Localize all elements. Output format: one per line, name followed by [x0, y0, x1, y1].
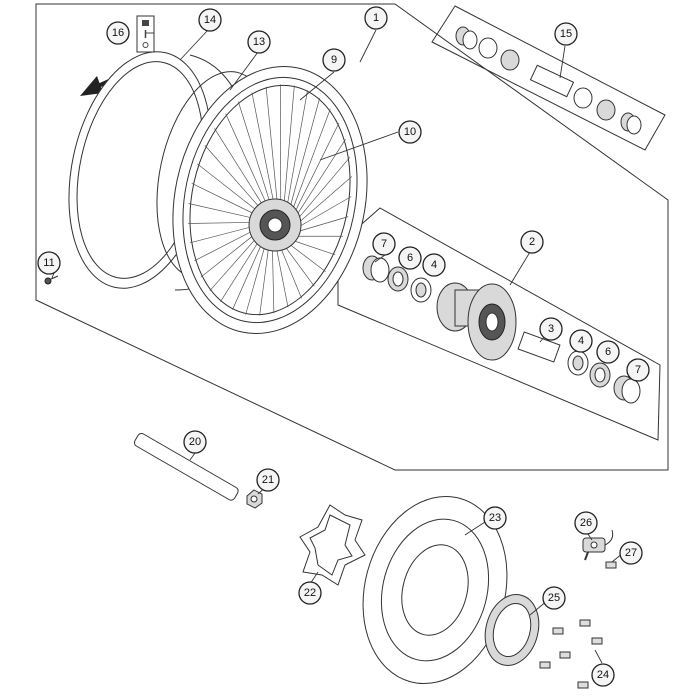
callout-6-left: 6	[398, 246, 422, 270]
disc-bolts	[539, 619, 603, 689]
callout-4-right: 4	[569, 329, 593, 353]
spoke	[251, 92, 275, 208]
valve	[44, 275, 59, 285]
callout-label: 23	[489, 512, 501, 524]
spoke	[292, 156, 351, 225]
callout-27: 27	[619, 541, 643, 565]
spokes	[188, 84, 353, 316]
spoke	[238, 101, 272, 208]
spoke	[291, 196, 352, 232]
callout-label: 16	[112, 27, 124, 39]
spoke	[285, 90, 308, 212]
spoke	[278, 242, 302, 299]
callout-26: 26	[574, 511, 598, 535]
hub-in-wheel	[248, 198, 302, 252]
spoke	[204, 144, 264, 212]
callout-label: 2	[529, 236, 535, 248]
spoke	[281, 241, 315, 287]
callout-24: 24	[591, 663, 615, 687]
spoke	[232, 238, 265, 310]
callout-label: 4	[578, 335, 584, 347]
bearing-set	[455, 26, 642, 135]
right-hub-bearings	[517, 331, 641, 404]
callout-label: 15	[560, 28, 572, 40]
callout-label: 6	[605, 346, 611, 358]
callout-23: 23	[483, 506, 507, 530]
callout-label: 20	[189, 436, 201, 448]
spoke	[200, 231, 259, 278]
callout-label: 11	[43, 257, 54, 269]
spoke	[265, 86, 279, 208]
spoke	[214, 128, 266, 210]
callout-25: 25	[542, 586, 566, 610]
brake-disc-carrier	[299, 504, 366, 586]
callout-10: 10	[398, 120, 422, 144]
spoke	[188, 203, 259, 220]
spoke	[189, 225, 258, 244]
callout-label: 22	[304, 587, 316, 599]
callout-9: 9	[322, 48, 346, 72]
spoke	[259, 242, 270, 316]
spoke	[275, 242, 289, 308]
axle-nut	[246, 489, 263, 509]
callout-label: 4	[431, 259, 437, 271]
callout-label: 9	[331, 54, 337, 66]
callout-15: 15	[554, 22, 578, 46]
callout-6-right: 6	[596, 340, 620, 364]
callout-label: 7	[635, 364, 641, 376]
spoke	[191, 183, 260, 217]
tire-pressure-label-icon	[136, 15, 155, 53]
spoke	[288, 98, 320, 214]
callout-label: 6	[407, 252, 413, 264]
left-hub-bearings	[362, 255, 432, 303]
spoke	[196, 163, 262, 215]
callout-label: 7	[381, 238, 387, 250]
spoke	[188, 221, 258, 224]
spoke	[292, 138, 346, 222]
spoke	[290, 109, 331, 216]
callout-label: 25	[548, 592, 560, 604]
wheel-axle	[133, 432, 239, 501]
callout-7-right: 7	[626, 358, 650, 382]
callout-21: 21	[256, 468, 280, 492]
callout-7-left: 7	[372, 232, 396, 256]
abs-sensor-ring	[484, 594, 540, 666]
callout-1: 1	[364, 6, 388, 30]
callout-13: 13	[247, 30, 271, 54]
spoke	[209, 234, 260, 292]
callout-label: 24	[597, 669, 609, 681]
wheel-speed-sensor	[582, 529, 614, 561]
spoke	[220, 236, 262, 303]
callout-4-left: 4	[422, 253, 446, 277]
spoke	[271, 242, 275, 314]
spoke	[292, 176, 353, 228]
callout-label: 3	[548, 323, 554, 335]
callout-label: 21	[262, 474, 274, 486]
callout-label: 27	[625, 547, 637, 559]
callout-22: 22	[298, 581, 322, 605]
callout-label: 26	[580, 517, 592, 529]
sensor-screw	[605, 561, 617, 569]
wheel-assembly-outline	[35, 3, 669, 471]
callout-label: 13	[253, 36, 265, 48]
callout-14: 14	[198, 8, 222, 32]
callout-2: 2	[520, 230, 544, 254]
callout-20: 20	[183, 430, 207, 454]
spoke	[291, 122, 340, 219]
spoke	[194, 228, 258, 262]
spoke	[245, 240, 267, 315]
callout-11: 11	[37, 251, 61, 275]
bearing-group-outline	[431, 5, 666, 151]
callout-label: 1	[373, 12, 379, 24]
hub-assembly	[436, 282, 517, 361]
callout-label: 10	[404, 126, 416, 138]
callout-3: 3	[539, 317, 563, 341]
callout-label: 14	[204, 14, 216, 26]
spoke	[225, 113, 269, 209]
spoke	[283, 85, 295, 210]
callout-16: 16	[106, 21, 130, 45]
